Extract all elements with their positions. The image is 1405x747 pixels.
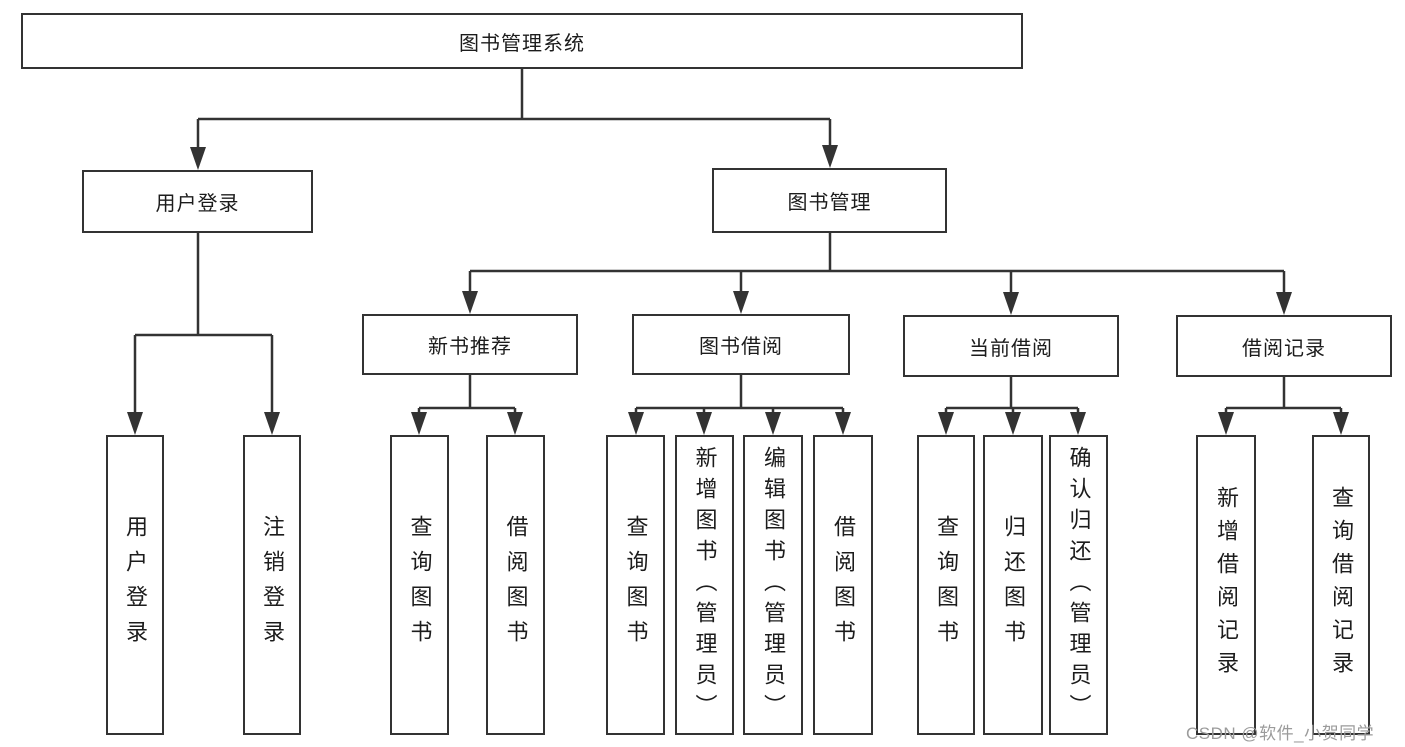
node-leaf-return-books: 归还图书 [983, 435, 1043, 735]
node-leaf-add-books-admin: 新增图书（管理员） [675, 435, 734, 735]
node-book-borrowing: 图书借阅 [632, 314, 850, 375]
node-leaf-user-login: 用户登录 [106, 435, 164, 735]
connector-borrowing-records-children [1218, 377, 1349, 435]
node-label: 用户登录 [155, 193, 240, 215]
node-new-book-recommendation: 新书推荐 [362, 314, 578, 375]
node-label: 查询借阅记录 [1329, 486, 1354, 684]
node-label: 查询图书 [407, 515, 433, 655]
node-label: 用户登录 [123, 515, 148, 655]
node-user-login: 用户登录 [82, 170, 313, 233]
connector-current-borrowing-children [938, 377, 1086, 435]
node-leaf-logout: 注销登录 [243, 435, 301, 735]
node-label: 新书推荐 [428, 336, 512, 358]
connector-root-to-level2 [190, 69, 838, 170]
node-leaf-borrow-books-newbook: 借阅图书 [486, 435, 545, 735]
node-label: 注销登录 [260, 515, 285, 655]
node-library-management-system: 图书管理系统 [21, 13, 1023, 69]
watermark: CSDN @软件_小贺同学 [1186, 724, 1375, 743]
node-leaf-confirm-return-admin: 确认归还（管理员） [1049, 435, 1108, 735]
node-leaf-add-borrow-record: 新增借阅记录 [1196, 435, 1256, 735]
connector-book-management-children [462, 233, 1292, 315]
node-label: 查询图书 [934, 515, 959, 655]
node-label: 新增借阅记录 [1214, 486, 1239, 684]
node-label: 借阅记录 [1242, 337, 1326, 360]
node-leaf-edit-books-admin: 编辑图书（管理员） [743, 435, 803, 735]
node-leaf-query-books-current: 查询图书 [917, 435, 975, 735]
connector-book-borrowing-children [628, 375, 851, 435]
node-label: 当前借阅 [969, 337, 1053, 360]
node-label: 图书管理 [787, 192, 872, 214]
node-leaf-borrow-books-borrowing: 借阅图书 [813, 435, 873, 735]
node-label: 归还图书 [1001, 515, 1026, 655]
node-current-borrowing: 当前借阅 [903, 315, 1119, 377]
node-label: 借阅图书 [831, 515, 856, 655]
node-label: 图书管理系统 [459, 32, 585, 55]
node-label: 确认归还（管理员） [1066, 445, 1092, 725]
node-book-management: 图书管理 [712, 168, 947, 233]
node-label: 编辑图书（管理员） [761, 445, 786, 725]
node-label: 借阅图书 [503, 515, 529, 655]
node-leaf-query-books-borrowing: 查询图书 [606, 435, 665, 735]
node-borrowing-records: 借阅记录 [1176, 315, 1392, 377]
node-leaf-query-books-newbook: 查询图书 [390, 435, 449, 735]
connector-new-book-children [411, 375, 523, 435]
node-label: 新增图书（管理员） [692, 445, 718, 725]
connector-user-login-children [127, 233, 280, 435]
node-leaf-query-borrow-record: 查询借阅记录 [1312, 435, 1370, 735]
node-label: 查询图书 [623, 515, 649, 655]
node-label: 图书借阅 [699, 336, 783, 358]
